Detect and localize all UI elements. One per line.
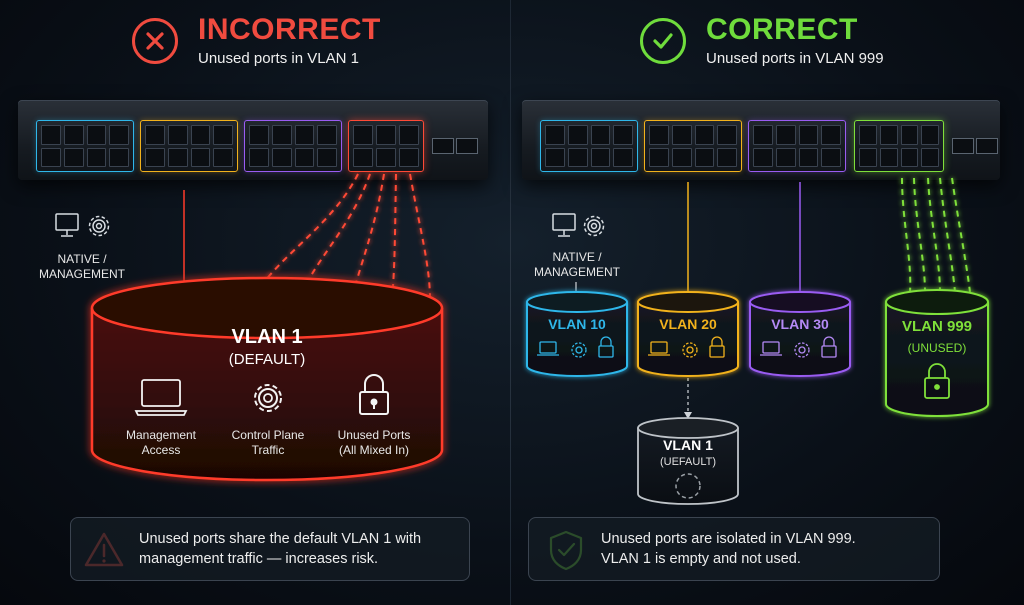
vlan10-cylinder	[526, 291, 628, 377]
vlan20-icons	[648, 336, 725, 358]
sfp-port	[952, 138, 974, 154]
x-circle-icon	[132, 17, 178, 64]
center-divider	[510, 0, 511, 605]
vlan1-name: VLAN 1	[231, 326, 303, 348]
check-circle-icon	[640, 17, 686, 64]
incorrect-subtitle: Unused ports in VLAN 1	[198, 50, 359, 67]
vlan1-label: VLAN 1 (DEFAULT)	[167, 326, 367, 368]
management-access-label: Management Access	[125, 428, 197, 457]
left-switch	[18, 100, 488, 180]
laptop-icon	[134, 379, 188, 416]
sfp-port	[456, 138, 478, 154]
native-management-label: NATIVE / MANAGEMENT	[38, 252, 125, 281]
right-switch	[522, 100, 1000, 180]
correct-callout-text: Unused ports are isolated in VLAN 999. V…	[601, 531, 856, 567]
port-group-cyan	[36, 120, 134, 172]
vlan10-name: VLAN 10	[548, 316, 606, 332]
port-group-purple	[244, 120, 342, 172]
correct-callout: Unused ports are isolated in VLAN 999. V…	[528, 517, 940, 581]
vlan20-name: VLAN 20	[659, 316, 717, 332]
vlan999-cylinder	[885, 289, 989, 417]
incorrect-title: INCORRECT	[198, 13, 381, 46]
vlan20-cylinder	[637, 291, 739, 377]
lock-icon	[359, 374, 389, 415]
port-group-purple	[748, 120, 846, 172]
vlan999-tag: (UNUSED)	[907, 341, 967, 355]
port-group-red-unused	[348, 120, 424, 172]
vlan1-tag: (DEFAULT)	[228, 351, 306, 368]
unused-port-links-999	[901, 177, 971, 293]
monitor-icon	[552, 213, 576, 237]
gear-icon	[88, 215, 110, 237]
correct-title: CORRECT	[706, 13, 858, 46]
vlan1-empty-label: VLAN 1 (UEFAULT)	[638, 437, 738, 468]
monitor-icon	[55, 213, 79, 237]
vlan30-icons	[760, 336, 837, 358]
vlan30-name: VLAN 30	[771, 316, 829, 332]
vlan999-name: VLAN 999	[901, 318, 973, 335]
sfp-port	[976, 138, 998, 154]
incorrect-heading: INCORRECT Unused ports in VLAN 1	[132, 14, 381, 67]
vlan30-cylinder	[749, 291, 851, 377]
sfp-port	[432, 138, 454, 154]
lock-icon	[924, 363, 950, 399]
empty-circle-icon	[675, 473, 701, 499]
vlan999-label: VLAN 999 (UNUSED)	[886, 318, 988, 355]
incorrect-callout-text: Unused ports share the default VLAN 1 wi…	[139, 531, 422, 567]
port-group-cyan	[540, 120, 638, 172]
port-group-yellow	[644, 120, 742, 172]
unused-ports-label: Unused Ports (All Mixed In)	[337, 428, 411, 457]
vlan1-empty-name: VLAN 1	[663, 437, 713, 453]
port-group-green-unused	[854, 120, 944, 172]
port-group-yellow	[140, 120, 238, 172]
vlan1-empty-tag: (UEFAULT)	[659, 456, 717, 468]
native-management-label: NATIVE / MANAGEMENT	[533, 250, 620, 279]
correct-heading: CORRECT Unused ports in VLAN 999	[640, 14, 884, 67]
gear-icon	[583, 215, 605, 237]
incorrect-callout: Unused ports share the default VLAN 1 wi…	[70, 517, 470, 581]
correct-subtitle: Unused ports in VLAN 999	[706, 50, 884, 67]
vlan1-empty-cylinder	[637, 417, 739, 505]
gear-icon	[254, 384, 282, 412]
vlan10-icons	[537, 336, 614, 358]
control-plane-label: Control Plane Traffic	[231, 428, 305, 457]
